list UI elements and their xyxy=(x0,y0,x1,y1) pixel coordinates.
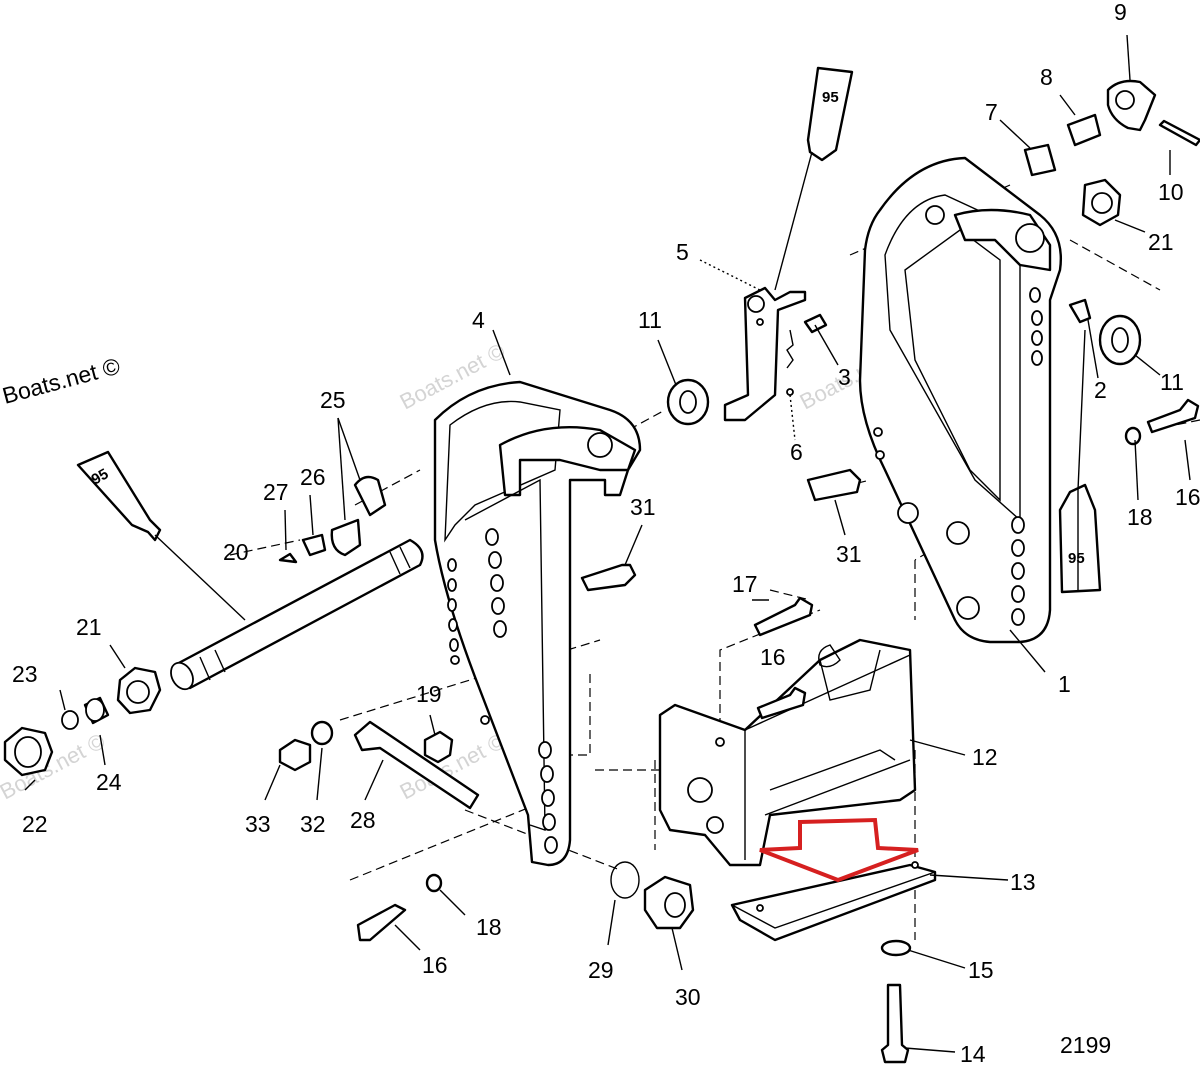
grease-fitting xyxy=(1068,298,1092,324)
cap-nut xyxy=(3,726,54,777)
pivot-tube xyxy=(170,538,424,691)
callout-18a: 18 xyxy=(1127,504,1153,530)
drawing-number: 2199 xyxy=(1060,1032,1111,1058)
pin xyxy=(786,388,794,396)
hex-bolt xyxy=(356,903,407,942)
callout-31b: 31 xyxy=(836,541,862,567)
right-nut xyxy=(1081,178,1122,227)
svg-text:95: 95 xyxy=(822,89,839,106)
long-bolt xyxy=(880,983,910,1064)
callout-15: 15 xyxy=(968,957,994,983)
credit-text: Boats.net © xyxy=(0,353,123,409)
callout-19: 19 xyxy=(416,681,442,707)
callout-9: 9 xyxy=(1114,0,1127,25)
tilt-lever xyxy=(723,286,807,422)
callout-30: 30 xyxy=(675,984,701,1010)
leader-lines xyxy=(24,34,1191,1053)
callout-16b: 16 xyxy=(760,644,786,670)
sealant-tube-right: 95 xyxy=(1058,483,1102,594)
callout-18b: 18 xyxy=(476,914,502,940)
callout-11a: 11 xyxy=(638,307,662,333)
cap-screw xyxy=(806,468,862,502)
callout-21a: 21 xyxy=(76,614,102,640)
callout-29: 29 xyxy=(588,957,614,983)
bushing xyxy=(83,696,110,725)
callout-20: 20 xyxy=(223,539,249,565)
callout-24: 24 xyxy=(96,769,122,795)
washer xyxy=(880,939,912,957)
callout-28: 28 xyxy=(350,807,376,833)
callout-labels: 1 2 3 4 5 6 7 8 9 10 11 11 12 13 14 15 1… xyxy=(12,0,1200,1067)
callout-16a: 16 xyxy=(1175,484,1200,510)
callout-32: 32 xyxy=(300,811,326,837)
cable-clip xyxy=(278,475,387,564)
callout-7: 7 xyxy=(985,99,998,125)
highlight-arrow xyxy=(759,817,919,883)
callout-31a: 31 xyxy=(630,494,656,520)
hex-bolt xyxy=(1146,398,1200,434)
transom-block xyxy=(658,638,917,867)
hardware xyxy=(278,426,1142,930)
callout-6: 6 xyxy=(790,439,803,465)
sealant-tube-top: 95 xyxy=(806,66,854,162)
callout-11b: 11 xyxy=(1160,369,1184,395)
callout-16c: 16 xyxy=(422,952,448,978)
o-ring xyxy=(61,710,79,730)
left-clamp-bracket xyxy=(433,380,642,867)
hex-bolt xyxy=(753,596,814,637)
callout-21b: 21 xyxy=(1148,229,1174,255)
callout-27: 27 xyxy=(263,479,289,505)
callout-1: 1 xyxy=(1058,671,1071,697)
callout-22: 22 xyxy=(22,811,48,837)
callout-8: 8 xyxy=(1040,64,1053,90)
callout-14: 14 xyxy=(960,1041,986,1067)
callout-3: 3 xyxy=(838,364,851,390)
callout-23: 23 xyxy=(12,661,38,687)
washers xyxy=(666,314,1142,426)
callout-2: 2 xyxy=(1094,377,1107,403)
knob-parts xyxy=(1023,79,1200,177)
hex-bolt xyxy=(756,686,807,720)
callout-33: 33 xyxy=(245,811,271,837)
callout-12: 12 xyxy=(972,744,998,770)
sealant-tube-left: 95 xyxy=(76,450,162,542)
svg-text:95: 95 xyxy=(89,465,112,488)
right-clamp-bracket xyxy=(858,156,1062,644)
through-bolt xyxy=(353,720,480,810)
spring xyxy=(786,313,828,369)
cap-screw xyxy=(580,563,637,592)
callout-5: 5 xyxy=(676,239,689,265)
callout-10: 10 xyxy=(1158,179,1184,205)
svg-text:95: 95 xyxy=(1068,550,1085,567)
pivot-nut xyxy=(116,666,162,715)
mounting-plate xyxy=(730,861,937,942)
callout-13: 13 xyxy=(1010,869,1036,895)
callout-4: 4 xyxy=(472,307,485,333)
callout-26: 26 xyxy=(300,464,326,490)
callout-25: 25 xyxy=(320,387,346,413)
callout-17: 17 xyxy=(732,571,758,597)
